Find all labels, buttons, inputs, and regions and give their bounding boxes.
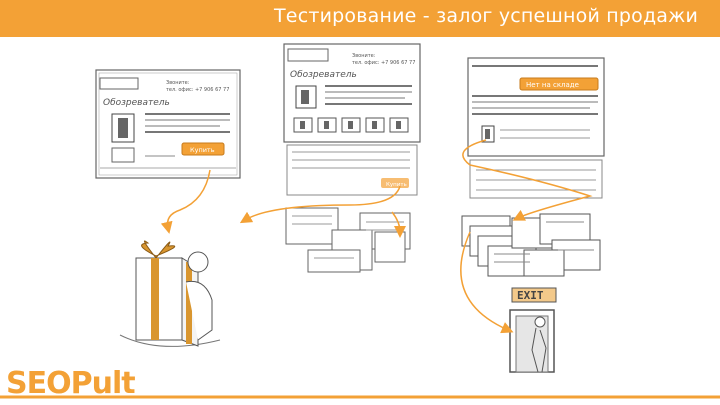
out-of-stock-badge: Нет на складе bbox=[526, 81, 579, 89]
left-phone: тел. офис: +7 906 67 77 bbox=[166, 87, 229, 93]
logo-text: SEOPult bbox=[6, 366, 135, 401]
pages-cluster-middle bbox=[286, 208, 410, 272]
gift-box-illustration bbox=[120, 241, 220, 346]
mid-buy-button: Купить bbox=[386, 182, 407, 188]
seopult-logo: SEOPult bbox=[6, 364, 135, 404]
website-sketch-middle: Звоните: тел. офис: +7 906 67 77 Обозрев… bbox=[284, 44, 420, 195]
mid-phone-label: Звоните: bbox=[352, 53, 376, 59]
left-buy-button: Купить bbox=[190, 146, 215, 154]
mid-heading: Обозреватель bbox=[290, 70, 357, 80]
mid-phone: тел. офис: +7 906 67 77 bbox=[352, 60, 415, 66]
pages-stack-right bbox=[462, 214, 600, 276]
left-phone-label: Звоните: bbox=[166, 80, 190, 86]
exit-sign: EXIT bbox=[517, 289, 544, 302]
left-heading: Обозреватель bbox=[103, 98, 170, 108]
website-sketch-left: Звоните: тел. офис: +7 906 67 77 Обозрев… bbox=[96, 70, 240, 178]
website-sketch-right: Нет на складе bbox=[468, 58, 604, 198]
exit-door-illustration: EXIT bbox=[510, 288, 556, 372]
